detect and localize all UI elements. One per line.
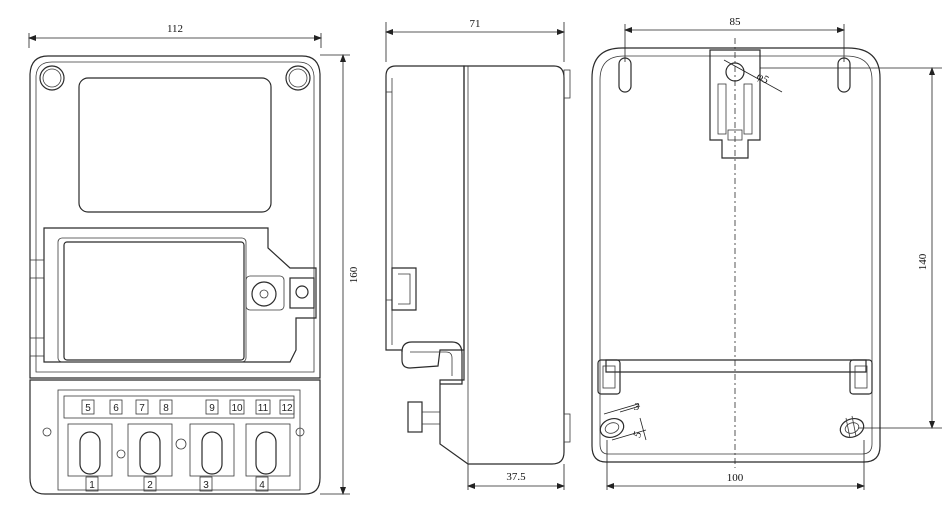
bottom-slot-right	[839, 415, 865, 439]
terminal-cover	[29, 379, 321, 495]
rear-top-dimension: 85	[624, 16, 845, 62]
rear-body-outline	[591, 47, 881, 463]
terminal-block-number: 4	[259, 480, 265, 491]
front-height-dimension: 160	[320, 54, 360, 495]
terminal-number-row: 5 6 7 8 9 10 11 12	[81, 399, 295, 415]
front-body-outline	[29, 55, 321, 379]
side-depth-label: 71	[470, 18, 481, 30]
slot-dimensions: 3 5	[603, 401, 647, 441]
rear-bottom-span-label: 100	[727, 472, 744, 484]
rear-view: 85 φ5 140	[591, 16, 942, 490]
bottom-slot-left	[599, 417, 625, 439]
rear-top-span-label: 85	[730, 16, 742, 28]
front-view: 112 160	[28, 23, 360, 495]
terminal-number: 6	[113, 403, 119, 414]
side-base-dimension: 37.5	[467, 464, 565, 490]
terminal-number: 12	[281, 403, 293, 414]
front-width-dimension: 112	[28, 23, 322, 48]
rear-slot-width-label: 3	[633, 401, 640, 413]
terminal-block-numbers: 1 2 3 4	[85, 476, 269, 492]
rear-height-span-label: 140	[917, 253, 929, 270]
display-window	[78, 77, 272, 213]
terminal-number: 10	[231, 403, 243, 414]
front-mount-hole-left	[39, 65, 65, 91]
terminal-block-number: 1	[89, 480, 95, 491]
rear-bottom-dimension: 100	[606, 440, 865, 490]
terminal-number: 5	[85, 403, 91, 414]
rear-height-dimension: 140	[760, 67, 942, 429]
front-width-label: 112	[167, 23, 183, 35]
terminal-number: 9	[209, 403, 215, 414]
seal-hole	[289, 277, 315, 309]
seal-screw	[245, 275, 285, 311]
side-body-outline	[439, 65, 565, 465]
rear-slot-length-label: 5	[631, 430, 644, 439]
side-depth-dimension: 71	[385, 18, 565, 62]
terminal-number: 7	[139, 403, 145, 414]
terminal-number: 8	[163, 403, 169, 414]
terminal-block-number: 2	[147, 480, 153, 491]
hole-diameter-callout: φ5	[723, 59, 783, 93]
terminal-block-number: 3	[203, 480, 209, 491]
front-mount-hole-right	[285, 65, 311, 91]
side-view: 71 37.5	[385, 18, 571, 490]
terminal-slots	[42, 423, 305, 477]
front-height-label: 160	[348, 266, 360, 283]
terminal-number: 11	[258, 403, 269, 414]
nameplate-area	[43, 227, 317, 363]
side-base-label: 37.5	[506, 471, 526, 483]
